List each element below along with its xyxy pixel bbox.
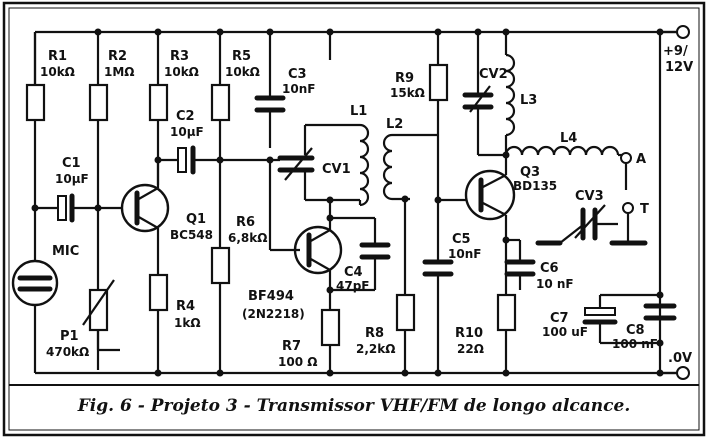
resistor-r4: [148, 273, 169, 312]
resistor-r3: [148, 83, 169, 122]
p1-value: 470kΩ: [46, 345, 89, 359]
transistor-q2: [293, 225, 343, 275]
q2-value: (2N2218): [242, 307, 305, 321]
capacitor-c2-plate-a: [177, 147, 187, 173]
ground-terminal: [676, 366, 690, 380]
r3-value: 10kΩ: [164, 65, 199, 79]
r10-label: R10: [455, 326, 483, 341]
inductor-l3: [505, 53, 516, 137]
cv3-label: CV3: [575, 189, 604, 204]
q2-label: BF494: [248, 289, 294, 304]
r1-value: 10kΩ: [40, 65, 75, 79]
c7-value: 100 uF: [542, 325, 588, 339]
supply-ground-label: .0V: [668, 351, 692, 366]
q1-value: BC548: [170, 228, 213, 242]
c8-label: C8: [626, 323, 645, 338]
inductor-l4: [504, 145, 620, 156]
l1-label: L1: [350, 104, 367, 119]
q3-label: Q3: [520, 165, 540, 180]
positive-terminal: [676, 25, 690, 39]
c1-value: 10µF: [55, 172, 89, 186]
resistor-r8: [395, 293, 416, 332]
r5-label: R5: [232, 49, 251, 64]
r6-value: 6,8kΩ: [228, 231, 267, 245]
figure-caption: Fig. 6 - Projeto 3 - Transmissor VHF/FM …: [77, 396, 631, 416]
p1-label: P1: [60, 329, 79, 344]
resistor-r1: [25, 83, 46, 122]
r3-label: R3: [170, 49, 189, 64]
c5-label: C5: [452, 232, 471, 247]
c5-value: 10nF: [448, 247, 481, 261]
c3-value: 10nF: [282, 82, 315, 96]
c2-label: C2: [176, 109, 195, 124]
c3-label: C3: [288, 67, 307, 82]
r8-label: R8: [365, 326, 384, 341]
c8-value: 100 nF: [612, 337, 658, 351]
cv2-label: CV2: [479, 67, 508, 82]
r7-value: 100 Ω: [278, 355, 317, 369]
r2-label: R2: [108, 49, 127, 64]
resistor-r2: [88, 83, 109, 122]
capacitor-c1-plate-a: [57, 195, 67, 221]
inductor-l2: [382, 133, 393, 201]
transistor-q1: [120, 183, 170, 233]
resistor-r9: [428, 63, 449, 102]
r9-value: 15kΩ: [390, 86, 425, 100]
c7-label: C7: [550, 311, 569, 326]
terminal-t-label: T: [640, 202, 649, 217]
r9-label: R9: [395, 71, 414, 86]
l3-label: L3: [520, 93, 537, 108]
q3-value: BD135: [513, 179, 557, 193]
c1-label: C1: [62, 156, 81, 171]
r10-value: 22Ω: [457, 342, 484, 356]
c6-label: C6: [540, 261, 559, 276]
r2-value: 1MΩ: [104, 65, 135, 79]
r4-value: 1kΩ: [174, 316, 201, 330]
l2-label: L2: [386, 117, 403, 132]
resistor-r7: [320, 308, 341, 347]
microphone: [11, 259, 59, 307]
r1-label: R1: [48, 49, 67, 64]
figure-inner-frame: [8, 7, 700, 431]
r6-label: R6: [236, 215, 255, 230]
inductor-l1: [359, 123, 370, 207]
c6-value: 10 nF: [536, 277, 574, 291]
resistor-r5: [210, 83, 231, 122]
r5-value: 10kΩ: [225, 65, 260, 79]
l4-label: L4: [560, 131, 577, 146]
supply-positive-volts: 12V: [665, 60, 693, 75]
transistor-q3: [464, 169, 516, 221]
c4-label: C4: [344, 265, 363, 280]
r8-value: 2,2kΩ: [356, 342, 395, 356]
r4-label: R4: [176, 299, 195, 314]
resistor-r10: [496, 293, 517, 332]
cv1-label: CV1: [322, 162, 351, 177]
capacitor-c7-plate-a: [584, 307, 616, 316]
c4-value: 47pF: [336, 279, 370, 293]
terminal-a-label: A: [636, 152, 646, 167]
antenna-terminal-t: [622, 202, 634, 214]
c2-value: 10µF: [170, 125, 204, 139]
mic-label: MIC: [52, 244, 79, 259]
figure-frame: [2, 1, 706, 437]
r7-label: R7: [282, 339, 301, 354]
supply-positive-label: +9/: [663, 44, 688, 59]
resistor-r6: [210, 246, 231, 285]
antenna-terminal-a: [620, 152, 632, 164]
q1-label: Q1: [186, 212, 206, 227]
